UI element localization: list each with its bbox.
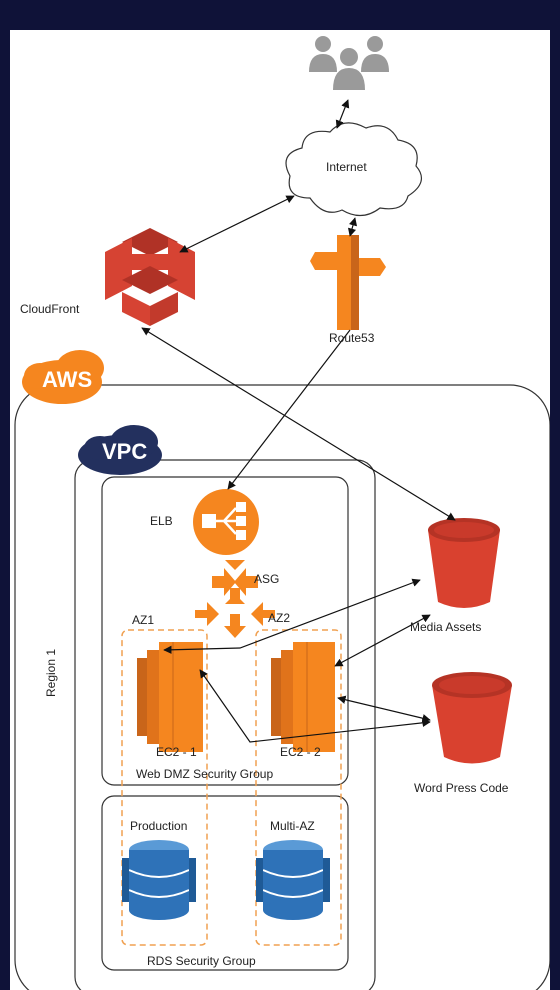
wordpress-code-label: Word Press Code xyxy=(414,781,509,795)
vpc-label: VPC xyxy=(102,439,148,464)
asg-label: ASG xyxy=(254,572,280,586)
ec2-2-label: EC2 - 2 xyxy=(280,745,321,759)
media-assets-label: Media Assets xyxy=(410,620,482,634)
ec2-icon xyxy=(137,642,203,752)
arrow-ec2-1-wordpress xyxy=(199,669,431,743)
arrow-users-internet xyxy=(335,99,350,129)
cloud-icon xyxy=(285,122,423,217)
az1-label: AZ1 xyxy=(132,613,155,627)
cloudfront-icon xyxy=(105,228,195,326)
rds-database-icon xyxy=(122,840,196,920)
az2-box xyxy=(255,629,342,946)
s3-bucket-icon xyxy=(428,518,500,608)
production-label: Production xyxy=(130,819,188,833)
az2-label: AZ2 xyxy=(268,611,291,625)
web-dmz-label: Web DMZ Security Group xyxy=(136,767,274,781)
architecture-diagram: Internet CloudFront Route53 AWS VPC Regi… xyxy=(10,30,550,990)
elb-icon xyxy=(193,489,259,555)
az1-box xyxy=(121,629,208,946)
cloudfront-label: CloudFront xyxy=(20,302,80,316)
rds-security-group xyxy=(101,795,349,971)
connectors xyxy=(141,99,456,743)
arrow-internet-cloudfront xyxy=(179,195,295,253)
rds-database-icon xyxy=(256,840,330,920)
rds-sg-label: RDS Security Group xyxy=(147,954,256,968)
ec2-icon xyxy=(271,642,335,752)
arrow-ec2-1-media xyxy=(163,578,421,654)
ec2-1-label: EC2 - 1 xyxy=(156,745,197,759)
arrow-cloudfront-media xyxy=(141,327,456,521)
diagram-svg xyxy=(14,36,550,990)
arrow-ec2-2-wordpress xyxy=(337,695,431,723)
arrow-internet-route53 xyxy=(347,217,358,237)
elb-label: ELB xyxy=(150,514,173,528)
s3-bucket-icon xyxy=(432,672,512,764)
multi-az-label: Multi-AZ xyxy=(270,819,315,833)
route53-icon xyxy=(310,235,386,330)
region-label: Region 1 xyxy=(44,648,58,697)
internet-label: Internet xyxy=(326,160,367,174)
aws-cloud-badge xyxy=(22,350,104,404)
arrow-route53-elb xyxy=(227,329,351,490)
arrow-ec2-2-media xyxy=(334,614,431,667)
route53-label: Route53 xyxy=(329,331,375,345)
users-icon xyxy=(309,36,389,90)
aws-label: AWS xyxy=(42,367,93,392)
